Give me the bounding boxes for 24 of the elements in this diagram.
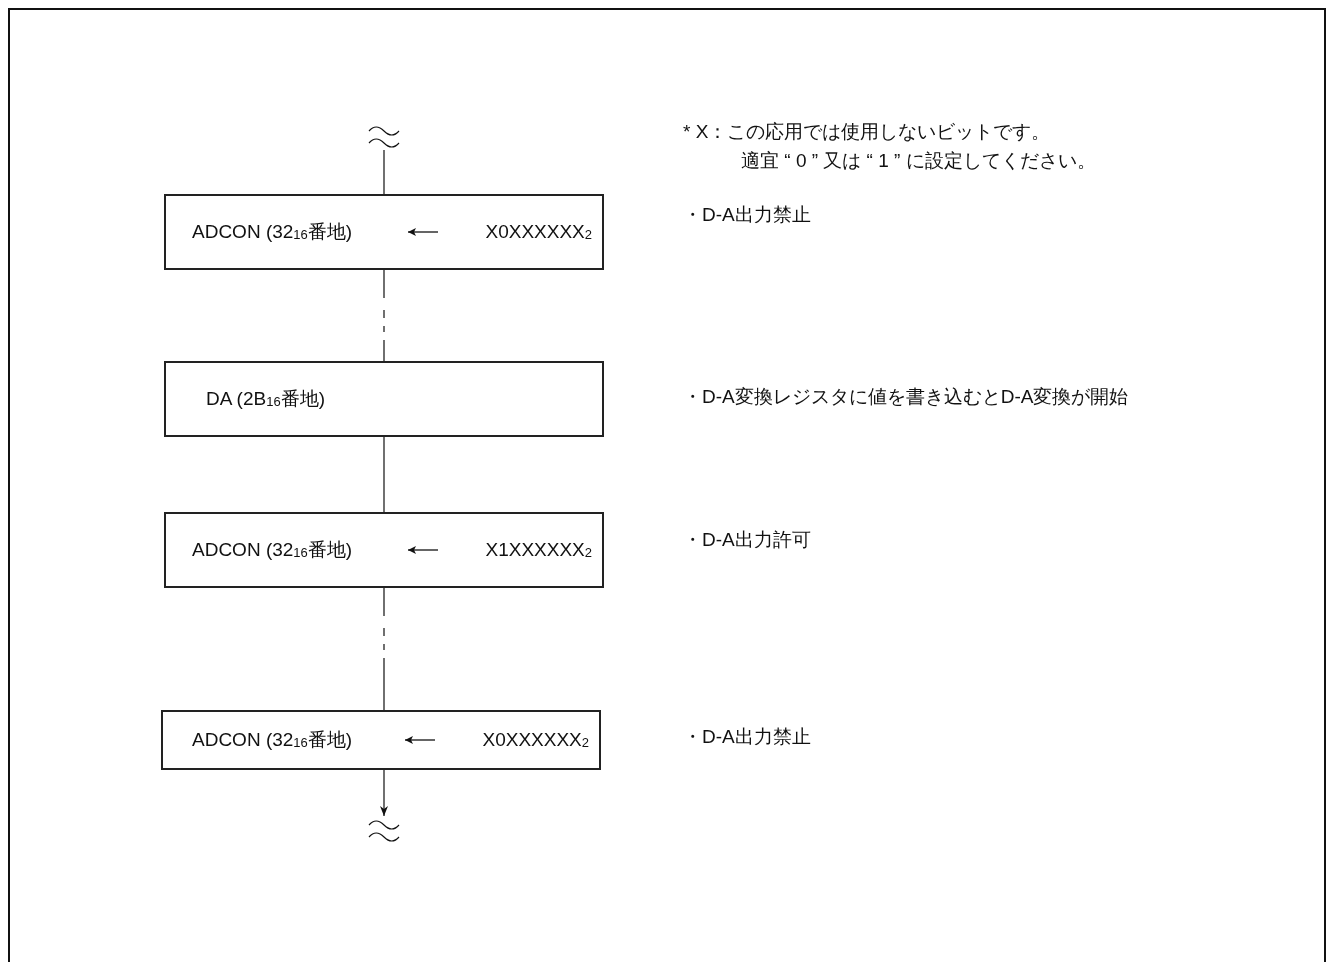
register-value: X0XXXXXX$_{2}$ (482, 729, 589, 751)
register-name: ADCON (32$_{16}$番地) (192, 728, 353, 752)
break-mark-icon (369, 818, 399, 844)
side-note: ・D-A出力許可 (683, 528, 811, 552)
register-name: ADCON (32$_{16}$番地) (192, 220, 353, 244)
side-note: ・D-A出力禁止 (683, 203, 811, 227)
register-value: X1XXXXXX$_{2}$ (485, 539, 592, 561)
register-value: X0XXXXXX$_{2}$ (485, 221, 592, 243)
connector-line (383, 269, 385, 362)
process-box (164, 512, 604, 588)
process-box (164, 361, 604, 437)
break-mark-icon (369, 124, 399, 150)
note-text: 適宜 “ 0 ” 又は “ 1 ” に設定してください。 (741, 149, 1096, 173)
register-name: DA (2B$_{16}$番地) (206, 387, 325, 411)
side-note: ・D-A変換レジスタに値を書き込むとD-A変換が開始 (683, 385, 1129, 409)
connector-line (383, 436, 385, 513)
side-note: ・D-A出力禁止 (683, 725, 811, 749)
connector-line (383, 149, 385, 195)
register-name: ADCON (32$_{16}$番地) (192, 538, 353, 562)
process-box (164, 194, 604, 270)
connector-line (380, 769, 388, 817)
process-box (161, 710, 601, 770)
note-text: * X：この応用では使用しないビットです。 (683, 120, 1051, 144)
connector-line (383, 587, 385, 711)
